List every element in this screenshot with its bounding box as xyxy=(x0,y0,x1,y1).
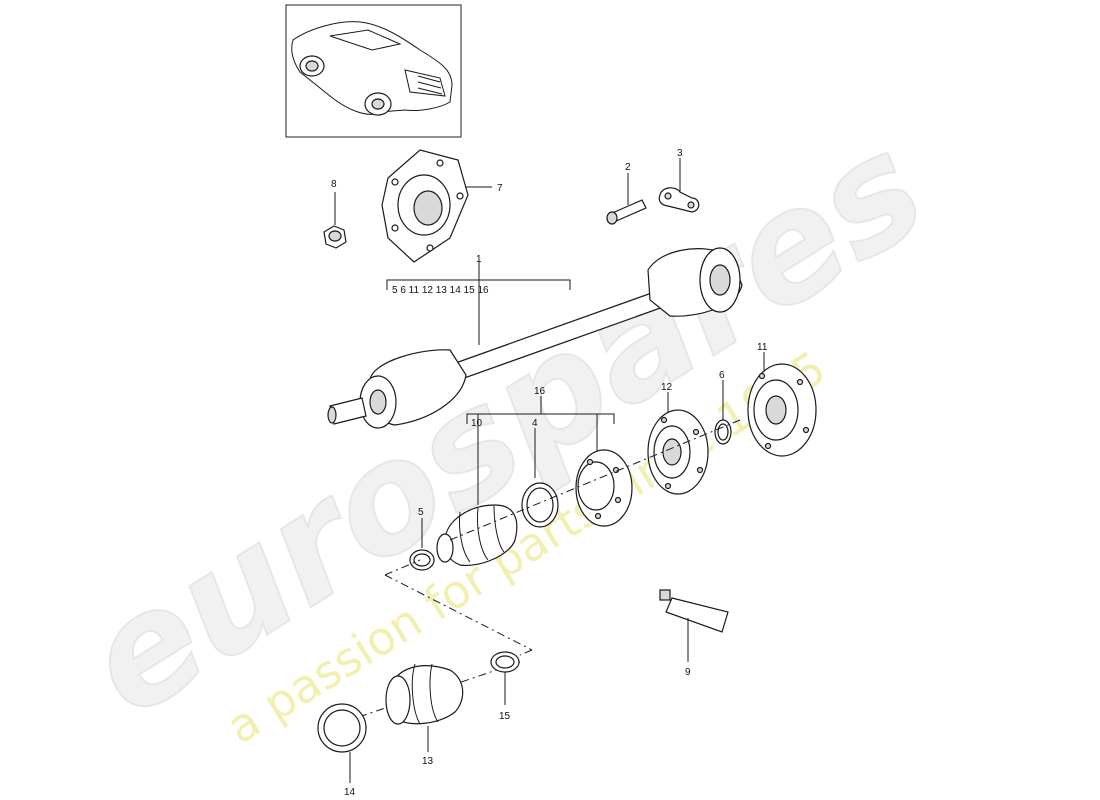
part-11-housing xyxy=(747,363,817,457)
exploded-view-lines xyxy=(349,419,741,721)
callout-2: 2 xyxy=(625,162,631,173)
callout-10: 10 xyxy=(471,418,483,429)
part-13-boot xyxy=(385,663,464,725)
callout-5: 5 xyxy=(418,507,424,518)
callout-3: 3 xyxy=(677,148,683,159)
part-12-cv-joint xyxy=(647,409,709,495)
part-6-circlip xyxy=(714,419,732,445)
callout-12: 12 xyxy=(661,382,673,393)
callout-7: 7 xyxy=(497,183,503,194)
callout-15: 15 xyxy=(499,711,511,722)
callout-4: 4 xyxy=(532,418,538,429)
part-7-flange xyxy=(381,149,469,263)
part-4-clamp-band xyxy=(521,482,559,528)
callout-6: 6 xyxy=(719,370,725,381)
part-8-nut xyxy=(323,225,347,249)
callout-16: 16 xyxy=(534,386,546,397)
callout-11: 11 xyxy=(757,342,768,353)
part-10-boot xyxy=(436,504,518,567)
callout-labels: 1 2 3 4 5 6 7 8 9 10 11 12 13 14 15 16 xyxy=(331,148,768,798)
callout-8: 8 xyxy=(331,179,337,190)
callout-1: 1 xyxy=(476,254,482,265)
vehicle-thumbnail xyxy=(285,4,462,138)
part-5-clamp xyxy=(409,549,435,571)
group-1-contents: 5 6 11 12 13 14 15 16 xyxy=(392,285,489,296)
callout-14: 14 xyxy=(344,787,356,798)
part-2-bolt xyxy=(606,199,647,225)
car-icon xyxy=(291,21,453,116)
part-1-drive-shaft xyxy=(327,247,743,429)
callout-13: 13 xyxy=(422,756,434,767)
part-14-clamp-band xyxy=(317,703,367,753)
callout-9: 9 xyxy=(685,667,691,678)
part-16-joint-cover xyxy=(575,449,633,527)
part-3-link xyxy=(658,187,700,213)
part-9-grease-tube xyxy=(659,589,729,633)
part-15-clamp xyxy=(490,651,520,673)
group-1-bracket: 5 6 11 12 13 14 15 16 xyxy=(386,262,571,345)
group-16-bracket xyxy=(466,396,615,505)
